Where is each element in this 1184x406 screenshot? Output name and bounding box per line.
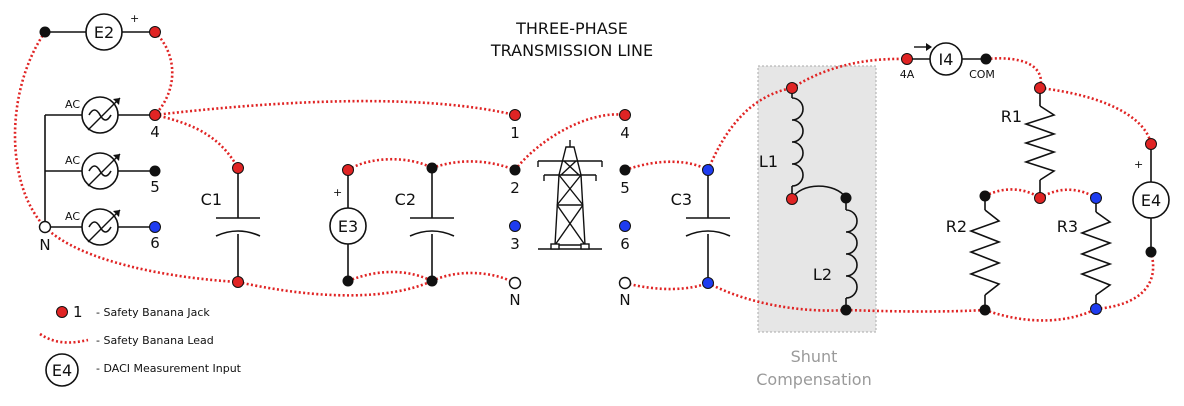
capacitor-c1-label: C1 bbox=[201, 190, 222, 209]
meter-i4-label: I4 bbox=[939, 50, 954, 69]
inductor-l2-label: L2 bbox=[813, 265, 832, 284]
jack-c2-bottom bbox=[426, 275, 438, 287]
jack-src-6 bbox=[149, 221, 161, 233]
inductors bbox=[791, 97, 858, 299]
jack-i4-com bbox=[980, 53, 992, 65]
inductor-l1-label: L1 bbox=[759, 152, 778, 171]
jack-src-n bbox=[38, 220, 52, 234]
title-line-1: THREE-PHASE bbox=[515, 19, 628, 38]
capacitor-plates bbox=[215, 217, 731, 237]
jack-l1-top bbox=[786, 82, 798, 94]
resistor-r3-label: R3 bbox=[1057, 217, 1078, 236]
e4-plus-sign: + bbox=[1134, 158, 1143, 171]
jack-tl-2 bbox=[509, 164, 521, 176]
jack-c2-top bbox=[426, 162, 438, 174]
jack-tl-3 bbox=[509, 220, 521, 232]
jack-c3-top bbox=[702, 164, 714, 176]
jack-src-4 bbox=[149, 109, 161, 121]
capacitor-c2-label: C2 bbox=[395, 190, 416, 209]
terminal-tl-n-out: N bbox=[619, 291, 630, 309]
resistor-r2-label: R2 bbox=[946, 217, 967, 236]
terminal-src-4: 4 bbox=[150, 123, 160, 141]
terminal-src-n: N bbox=[39, 236, 50, 254]
ac-source-3-label: AC bbox=[65, 210, 80, 223]
legend-meter-text: - DACI Measurement Input bbox=[96, 362, 242, 375]
resistor-r2 bbox=[968, 209, 1002, 296]
legend-meter-label: E4 bbox=[52, 361, 72, 380]
legend: 1 - Safety Banana Jack - Safety Banana L… bbox=[39, 303, 242, 387]
resistor-r1 bbox=[1023, 105, 1057, 181]
jack-i4-4a bbox=[901, 53, 913, 65]
jack-c1-top bbox=[232, 162, 244, 174]
title-line-2: TRANSMISSION LINE bbox=[490, 41, 653, 60]
capacitor-c3-label: C3 bbox=[671, 190, 692, 209]
jack-r3-bottom bbox=[1090, 303, 1102, 315]
jack-tl-n-out bbox=[618, 276, 632, 290]
jack-tl-6 bbox=[619, 220, 631, 232]
resistor-r3 bbox=[1079, 211, 1113, 296]
labels: THREE-PHASE TRANSMISSION LINE E2 E3 E4 I… bbox=[39, 12, 1161, 389]
jack-c3-bottom bbox=[702, 277, 714, 289]
terminal-tl-6: 6 bbox=[620, 235, 630, 253]
meters bbox=[85, 13, 1170, 245]
legend-jack-text: - Safety Banana Jack bbox=[96, 306, 210, 319]
jack-e2-pos bbox=[149, 26, 161, 38]
terminal-tl-2: 2 bbox=[510, 179, 520, 197]
jack-r2-bottom bbox=[979, 304, 991, 316]
legend-lead-symbol bbox=[39, 332, 89, 344]
shunt-label-line-1: Shunt bbox=[791, 347, 838, 366]
jack-e4-neg bbox=[1145, 246, 1157, 258]
ac-source-1-label: AC bbox=[65, 98, 80, 111]
jack-tl-4 bbox=[619, 109, 631, 121]
jack-e2-neg bbox=[39, 26, 51, 38]
jack-tl-5 bbox=[619, 164, 631, 176]
terminal-src-6: 6 bbox=[150, 234, 160, 252]
meter-e3-label: E3 bbox=[338, 217, 358, 236]
legend-jack-number: 1 bbox=[73, 303, 83, 321]
i4-terminal-4a: 4A bbox=[900, 68, 915, 81]
jack-r2-top bbox=[979, 190, 991, 202]
jack-e4-pos bbox=[1145, 138, 1157, 150]
meter-e2-label: E2 bbox=[94, 23, 114, 42]
jack-l1-bottom bbox=[786, 193, 798, 205]
terminal-tl-5: 5 bbox=[620, 179, 630, 197]
e3-plus-sign: + bbox=[333, 186, 342, 199]
terminal-tl-1: 1 bbox=[510, 124, 520, 142]
jack-r1-bottom bbox=[1034, 192, 1046, 204]
terminal-src-5: 5 bbox=[150, 178, 160, 196]
jack-e3-neg bbox=[342, 275, 354, 287]
inductor-l2 bbox=[845, 209, 858, 299]
resistors bbox=[968, 105, 1113, 296]
legend-meter-symbol bbox=[45, 353, 79, 387]
terminal-tl-n-in: N bbox=[509, 291, 520, 309]
inductor-l1 bbox=[791, 97, 804, 187]
e2-plus-sign: + bbox=[130, 12, 139, 25]
jack-l2-top bbox=[840, 192, 852, 204]
jack-l2-bottom bbox=[840, 304, 852, 316]
i4-terminal-com: COM bbox=[969, 68, 995, 81]
ac-sources bbox=[81, 96, 121, 246]
legend-jack-symbol bbox=[56, 306, 68, 318]
terminal-tl-3: 3 bbox=[510, 235, 520, 253]
shunt-label-line-2: Compensation bbox=[756, 370, 871, 389]
resistor-r1-label: R1 bbox=[1001, 107, 1022, 126]
jack-r3-top bbox=[1090, 192, 1102, 204]
banana-jacks bbox=[38, 26, 1157, 316]
ac-source-2-label: AC bbox=[65, 154, 80, 167]
jack-src-5 bbox=[149, 165, 161, 177]
jack-tl-1 bbox=[509, 109, 521, 121]
transmission-tower-icon bbox=[537, 140, 603, 250]
jack-c1-bottom bbox=[232, 276, 244, 288]
jack-tl-n-in bbox=[508, 276, 522, 290]
shunt-compensation-box bbox=[757, 65, 877, 333]
meter-e4-label: E4 bbox=[1141, 191, 1161, 210]
legend-lead-text: - Safety Banana Lead bbox=[96, 334, 214, 347]
terminal-tl-4: 4 bbox=[620, 124, 630, 142]
jack-e3-pos bbox=[342, 164, 354, 176]
jack-r1-top bbox=[1034, 82, 1046, 94]
